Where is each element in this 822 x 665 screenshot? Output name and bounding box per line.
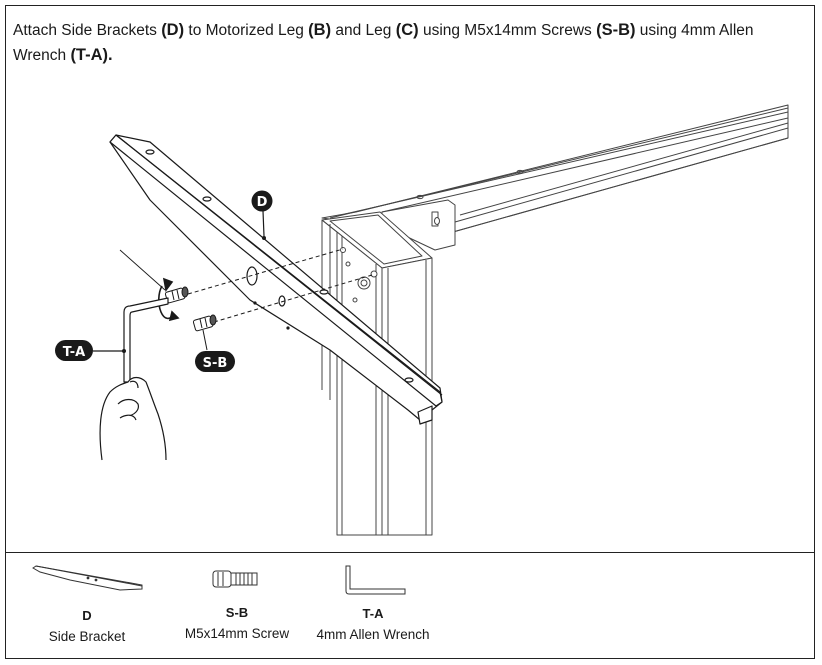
- instruction-ref-leg: (C): [395, 21, 419, 39]
- part-code-d: D: [82, 608, 92, 623]
- allen-wrench-icon: [345, 565, 406, 595]
- part-code-s-b: S-B: [225, 605, 249, 620]
- callout-t-a: T-A: [55, 340, 126, 361]
- rotation-arrow-icon: [157, 277, 180, 322]
- part-name-d: Side Bracket: [48, 629, 126, 644]
- callout-t-a-label: T-A: [63, 345, 85, 360]
- hand-illustration: [99, 376, 167, 461]
- part-name-s-b: M5x14mm Screw: [184, 626, 290, 641]
- parts-list-divider: [5, 552, 815, 553]
- part-code-t-a: T-A: [362, 606, 384, 621]
- side-bracket-icon: [32, 565, 143, 591]
- screw-upper: [164, 286, 189, 304]
- callout-d: D: [251, 190, 273, 240]
- leg-column: [321, 219, 433, 536]
- screw-icon: [212, 570, 258, 588]
- instruction-segment: and Leg: [331, 22, 396, 39]
- screw-lower: [192, 314, 217, 351]
- callout-d-label: D: [257, 195, 268, 210]
- instruction-ref-motorized-leg: (B): [308, 21, 332, 39]
- instruction-ref-wrench: (T-A).: [70, 46, 113, 64]
- callout-s-b: S-B: [195, 351, 235, 372]
- instruction-ref-bracket: (D): [161, 21, 185, 39]
- instruction-segment: to Motorized Leg: [184, 22, 309, 39]
- instruction-segment: Attach Side Brackets: [13, 22, 162, 39]
- part-name-t-a: 4mm Allen Wrench: [316, 627, 430, 642]
- instruction-segment: using 4mm Allen Wrench: [13, 22, 754, 64]
- instruction-segment: using M5x14mm Screws: [418, 22, 597, 39]
- alignment-lines: [187, 248, 373, 323]
- instruction-text: Attach Side Brackets (D) to Motorized Le…: [13, 18, 803, 68]
- instruction-ref-screw: (S-B): [596, 21, 636, 39]
- allen-wrench-illustration: [119, 249, 169, 383]
- side-bracket: [109, 134, 443, 425]
- instruction-frame: [5, 5, 815, 659]
- callout-s-b-label: S-B: [203, 356, 228, 371]
